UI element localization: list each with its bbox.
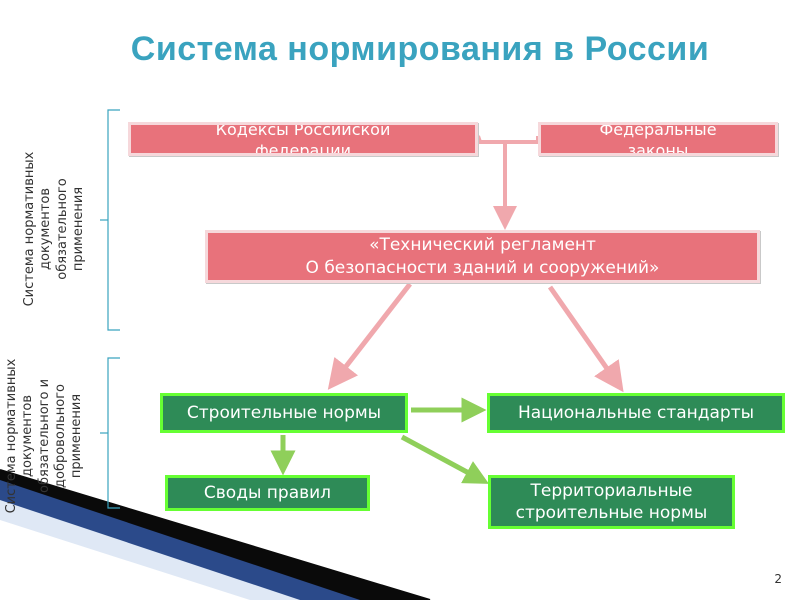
bracket-mixed [100,357,120,509]
page-number: 2 [774,572,782,586]
box-building-norms: Строительные нормы [160,393,408,433]
box-codes: Кодексы Российской федерации [128,122,478,156]
arrow-building-norms-to-territorial-norms [400,434,490,484]
bracket-mandatory [100,109,120,331]
arrow-regulation-to-building-norms [327,282,412,390]
arrow-regulation-to-national-standards [547,285,624,393]
box-federal-laws: Федеральные законы [538,122,778,156]
box-codes-of-rules: Своды правил [165,475,370,511]
slide-title: Система нормирования в России [130,30,710,68]
box-technical-regulation: «Технический регламент О безопасности зд… [205,230,760,283]
connector-laws-to-regulation [476,135,540,230]
box-national-standards: Национальные стандарты [487,393,785,433]
box-territorial-norms: Территориальные строительные нормы [488,475,735,529]
